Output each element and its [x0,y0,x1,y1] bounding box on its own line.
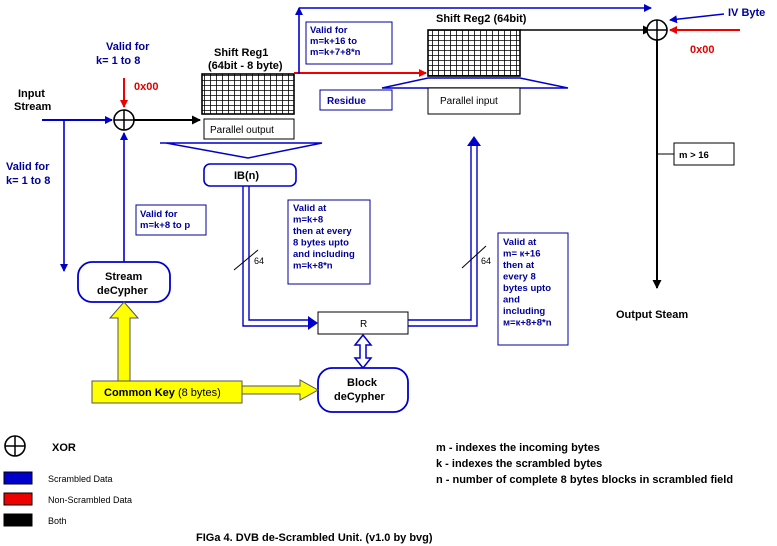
parallel-input-funnel [381,77,569,89]
key-to-block-arrow [239,379,320,401]
parallel-output-label: Parallel output [210,125,274,136]
block-decypher-box [317,367,409,413]
output-stream-label: Output Steam [616,309,688,321]
common-key-box [91,380,243,404]
zero1-label: 0x00 [134,81,158,93]
r-label: R [360,319,367,330]
parallel-input-box [427,87,521,115]
bus-width-2: 64 [481,256,491,266]
xor-2 [646,19,668,41]
shift-reg1-label: Shift Reg1(64bit - 8 byte) [208,47,283,72]
m16-label: m > 16 [679,150,709,161]
residue-box [319,89,393,111]
legend-label-non-scrambled: Non-Scrambled Data [48,495,132,505]
shift-reg2-grid [427,29,521,77]
zero2-label: 0x00 [690,44,714,56]
iv-byte-label: IV Byte [728,7,765,19]
definition-n: n - number of complete 8 bytes blocks in… [436,474,733,486]
iv-arrow [669,13,725,24]
note-k16-box [305,21,393,65]
legend-label-both: Both [48,516,67,526]
key-to-stream-arrow [108,301,140,382]
r-to-reg2-bus [408,136,487,327]
reg1-bypass-line [295,4,652,74]
legend-swatch-scrambled [3,471,33,485]
legend-swatch-both [3,513,33,527]
definition-m: m - indexes the incoming bytes [436,442,600,454]
parallel-output-box [203,118,295,140]
parallel-output-funnel [160,142,323,159]
legend-xor-label: XOR [52,442,76,454]
input-line [42,116,113,272]
residue-label: Residue [327,96,366,107]
figure-caption: FIGa 4. DVB de-Scrambled Unit. (v1.0 by … [196,532,433,544]
xor-1 [113,109,135,131]
ib-label: IB(n) [234,170,259,182]
parallel-input-label: Parallel input [440,96,498,107]
shift-reg1-grid [201,73,295,115]
legend-xor-icon [4,435,26,457]
r-block-link [353,333,373,370]
note-m16-box [497,232,569,346]
ib-box [203,163,297,187]
note-m8-box [287,199,371,285]
common-key-label: Common Key (8 bytes) [104,387,221,399]
note-m16-text: Valid at m= к+16 then at every 8 bytes u… [503,237,554,329]
legend-swatch-non-scrambled [3,492,33,506]
legend-label-scrambled: Scrambled Data [48,474,113,484]
note-k8p-box [135,204,207,236]
bus-width-1: 64 [254,256,264,266]
definition-k: k - indexes the scrambled bytes [436,458,602,470]
note-m8-text: Valid at m=k+8 then at every 8 bytes upt… [293,203,357,272]
shift-reg2-label: Shift Reg2 (64bit) [436,13,527,25]
m16-box [673,142,735,166]
ib-to-r-bus [233,186,318,330]
